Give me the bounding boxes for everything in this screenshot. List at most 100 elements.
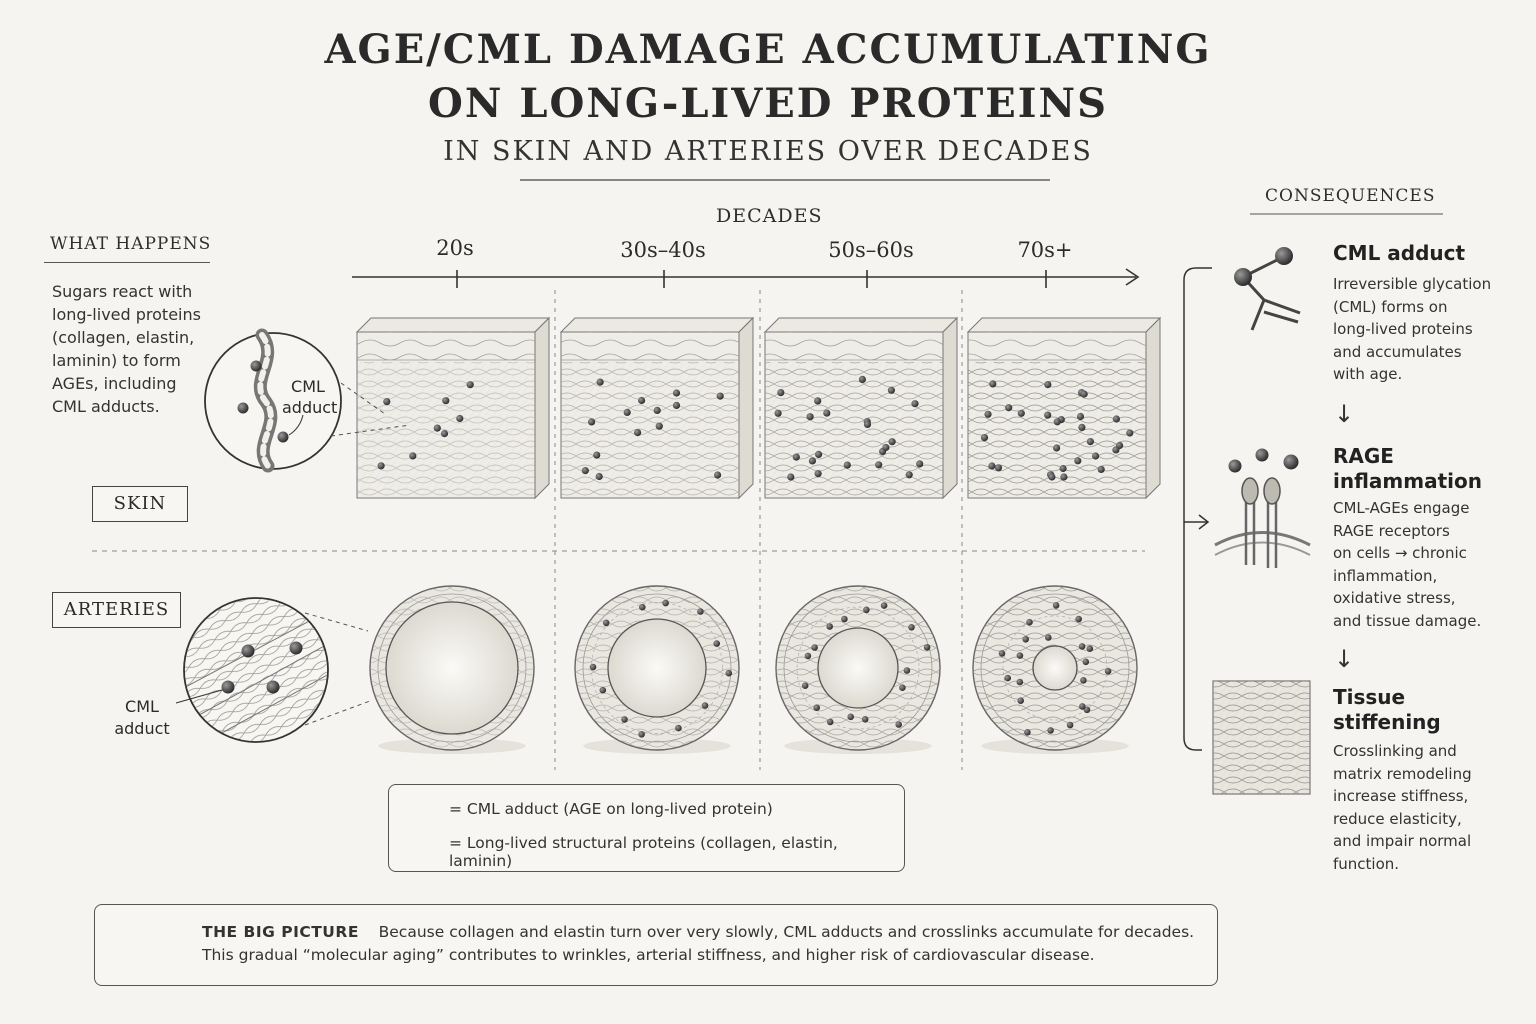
page-title-line2: ON LONG-LIVED PROTEINS xyxy=(428,80,1108,127)
skin-callout-label: CML adduct xyxy=(282,376,338,418)
skin-adduct-dot xyxy=(716,392,724,400)
what-happens-heading: WHAT HAPPENS xyxy=(50,234,212,254)
skin-adduct-dot xyxy=(863,420,872,428)
artery-callout-adduct xyxy=(289,641,303,655)
page-subtitle: IN SKIN AND ARTERIES OVER DECADES xyxy=(443,136,1093,167)
consequence-line: Crosslinking and xyxy=(1333,742,1457,760)
skin-adduct-dot xyxy=(888,438,896,446)
skin-adduct-dot xyxy=(442,397,450,405)
artery-adduct-dot xyxy=(1022,636,1029,643)
skin-adduct-dot xyxy=(581,467,589,475)
skin-adduct-dot xyxy=(1059,464,1067,473)
skin-callout-magnifier xyxy=(204,328,411,473)
skin-block xyxy=(763,316,959,500)
artery-adduct-dot xyxy=(1004,674,1011,682)
artery-adduct-dot xyxy=(895,721,902,728)
skin-callout-label-line1: CML xyxy=(291,377,325,396)
artery-adduct-dot xyxy=(1016,678,1024,686)
arteries-row-label: ARTERIES xyxy=(52,592,181,628)
skin-callout-label-line2: adduct xyxy=(282,398,338,417)
consequence-line: RAGE receptors xyxy=(1333,521,1450,540)
consequence-title: CML adduct xyxy=(1333,241,1466,265)
consequence-body: CML-AGEs engage RAGE receptors on cells … xyxy=(1333,497,1523,632)
skin-adduct-dot xyxy=(1048,473,1056,481)
skin-adduct-dot xyxy=(409,452,417,460)
artery-adduct-dot xyxy=(804,652,812,660)
artery-adduct-dot xyxy=(589,663,597,671)
artery-adduct-dot xyxy=(725,669,733,677)
consequence-title: RAGE xyxy=(1333,444,1394,468)
consequence-line: (CML) forms on xyxy=(1333,297,1448,316)
skin-adduct-dot xyxy=(875,461,883,469)
artery-adduct-dot xyxy=(1066,721,1074,729)
tick-label-30s-40s: 30s–40s xyxy=(620,238,706,262)
artery-callout-adduct xyxy=(221,680,235,694)
artery-adduct-dot xyxy=(861,716,869,723)
skin-adduct-dot xyxy=(843,461,851,469)
skin-adduct-dot xyxy=(984,410,992,418)
skin-adduct-dot xyxy=(1112,446,1120,454)
artery-adduct-dot xyxy=(847,713,854,721)
skin-adduct-dot xyxy=(774,409,782,417)
artery-adduct-dot xyxy=(599,686,607,694)
legend-box: = CML adduct (AGE on long-lived protein)… xyxy=(388,784,905,872)
artery-callout-label-line2: adduct xyxy=(114,719,170,738)
skin-blocks xyxy=(355,316,1162,500)
skin-adduct-dot xyxy=(787,473,795,481)
artery-ring xyxy=(775,585,941,754)
artery-adduct-dot xyxy=(621,716,628,723)
artery-adduct-dot xyxy=(899,684,906,691)
artery-adduct-dot xyxy=(801,682,809,689)
artery-adduct-dot xyxy=(1026,618,1033,626)
skin-adduct-dot xyxy=(814,397,822,405)
skin-adduct-dot xyxy=(714,471,722,479)
consequence-cml-adduct: CML adduct Irreversible glycation (CML) … xyxy=(1333,241,1523,386)
skin-block xyxy=(559,316,755,500)
consequence-tissue-stiffening: Tissue stiffening Crosslinking and matri… xyxy=(1333,685,1523,875)
skin-adduct-dot xyxy=(1053,418,1061,426)
skin-adduct-dot xyxy=(1005,404,1013,412)
timeline-axis xyxy=(352,268,1140,288)
artery-adduct-dot xyxy=(1024,729,1031,736)
tick-label-20s: 20s xyxy=(436,236,474,260)
skin-adduct-dot xyxy=(887,386,896,394)
big-picture-box: THE BIG PICTURE Because collagen and ela… xyxy=(94,904,1218,986)
consequence-title-line2: inflammation xyxy=(1333,469,1482,493)
consequence-title: Tissue xyxy=(1333,685,1406,709)
page-title-line1: AGE/CML DAMAGE ACCUMULATING xyxy=(324,26,1212,73)
skin-adduct-dot xyxy=(1044,411,1052,419)
skin-adduct-dot xyxy=(623,408,631,416)
skin-adduct-dot xyxy=(653,406,661,414)
artery-callout-label: CML adduct xyxy=(110,696,174,740)
artery-adduct-dot xyxy=(662,599,669,607)
skin-adduct-dot xyxy=(792,453,800,461)
skin-adduct-dot xyxy=(433,424,441,432)
artery-adduct-dot xyxy=(602,619,610,627)
skin-adduct-dot xyxy=(1078,423,1086,431)
consequence-line: matrix remodeling xyxy=(1333,764,1472,783)
big-picture-line1: Because collagen and elastin turn over v… xyxy=(378,923,1195,941)
skin-adduct-dot xyxy=(980,434,989,442)
artery-adduct-dot xyxy=(1047,727,1054,734)
consequence-line: and accumulates xyxy=(1333,342,1462,361)
skin-adduct-dot xyxy=(777,389,785,397)
artery-adduct-dot xyxy=(1104,667,1112,675)
skin-adduct-dot xyxy=(808,457,817,465)
consequence-title-line2: stiffening xyxy=(1333,710,1441,734)
what-happens-rule xyxy=(44,262,210,263)
receptor-icon xyxy=(1214,448,1311,568)
artery-adduct-dot xyxy=(1078,643,1086,650)
artery-callout-magnifier xyxy=(175,597,371,743)
consequence-rage-inflammation: RAGE inflammation CML-AGEs engage RAGE r… xyxy=(1333,444,1523,632)
legend-adduct-text: = CML adduct (AGE on long-lived protein) xyxy=(449,800,773,818)
what-happens-text: Sugars react with long-lived proteins (c… xyxy=(52,280,201,418)
skin-block xyxy=(966,316,1162,500)
skin-adduct-dot xyxy=(814,470,822,478)
skin-adduct-dot xyxy=(1080,390,1088,398)
skin-callout-adduct xyxy=(250,360,262,372)
consequence-line: Irreversible glycation xyxy=(1333,275,1492,293)
skin-adduct-dot xyxy=(440,430,449,438)
artery-adduct-dot xyxy=(1079,703,1086,710)
skin-adduct-dot xyxy=(466,381,474,389)
what-happens-line: AGEs, including xyxy=(52,374,177,393)
